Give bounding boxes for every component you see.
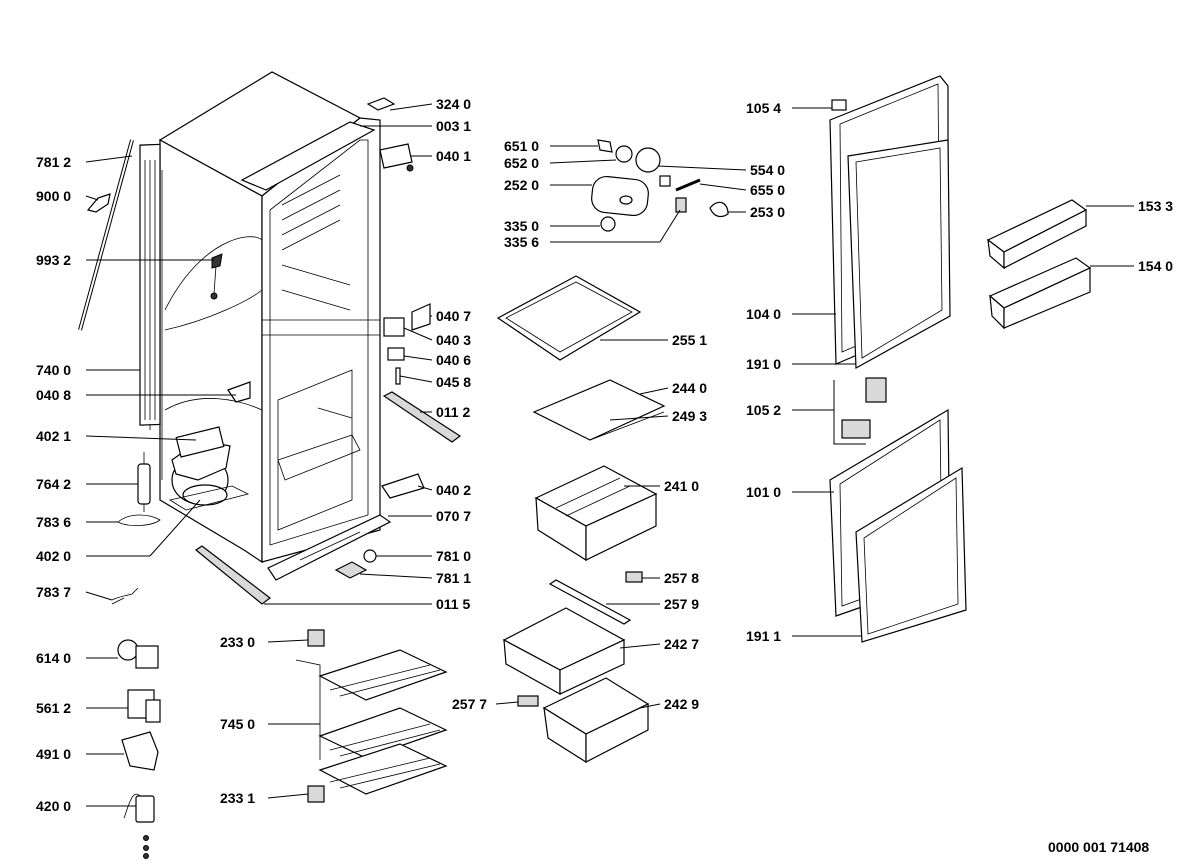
glass-shelf-255-1 bbox=[496, 275, 642, 361]
label-191-0: 191 0 bbox=[746, 356, 781, 372]
label-104-0: 104 0 bbox=[746, 306, 781, 322]
part-561-2 bbox=[127, 689, 161, 723]
label-242-7: 242 7 bbox=[664, 636, 699, 652]
glass-shelf-244-0 bbox=[532, 379, 666, 441]
label-257-7: 257 7 bbox=[452, 696, 487, 712]
rail-011-5 bbox=[194, 545, 271, 605]
label-040-8: 040 8 bbox=[36, 387, 71, 403]
label-154-0: 154 0 bbox=[1138, 258, 1173, 274]
label-040-1: 040 1 bbox=[436, 148, 471, 164]
drawing-number: 0000 001 71408 bbox=[1048, 839, 1149, 855]
sensor-993-2 bbox=[210, 253, 223, 300]
label-003-1: 003 1 bbox=[436, 118, 471, 134]
label-783-6: 783 6 bbox=[36, 514, 71, 530]
part-614-0 bbox=[117, 639, 159, 669]
rail-011-2 bbox=[382, 391, 462, 443]
drier-764-2 bbox=[137, 452, 151, 512]
gasket-191-1 bbox=[855, 466, 967, 643]
label-040-7: 040 7 bbox=[436, 308, 471, 324]
gasket-191-0 bbox=[847, 139, 951, 369]
label-241-0: 241 0 bbox=[664, 478, 699, 494]
label-105-4: 105 4 bbox=[746, 100, 781, 116]
brackets-040 bbox=[227, 97, 431, 579]
label-652-0: 652 0 bbox=[504, 155, 539, 171]
label-045-8: 045 8 bbox=[436, 374, 471, 390]
label-900-0: 900 0 bbox=[36, 188, 71, 204]
label-257-8: 257 8 bbox=[664, 570, 699, 586]
label-993-2: 993 2 bbox=[36, 252, 71, 268]
label-040-3: 040 3 bbox=[436, 332, 471, 348]
part-257-8 bbox=[625, 571, 643, 583]
label-233-1: 233 1 bbox=[220, 790, 255, 806]
label-249-3: 249 3 bbox=[672, 408, 707, 424]
part-420-0 bbox=[123, 793, 155, 859]
part-257-7 bbox=[517, 695, 539, 707]
label-101-0: 101 0 bbox=[746, 484, 781, 500]
label-253-0: 253 0 bbox=[750, 204, 785, 220]
label-070-7: 070 7 bbox=[436, 508, 471, 524]
thermostat-assembly bbox=[591, 139, 729, 232]
door-bin-154-0 bbox=[988, 257, 1092, 330]
condenser-740-0 bbox=[139, 143, 161, 426]
label-191-1: 191 1 bbox=[746, 628, 781, 644]
leader-lines bbox=[85, 103, 1134, 807]
label-233-0: 233 0 bbox=[220, 634, 255, 650]
hinge-105-2 bbox=[841, 377, 887, 439]
label-491-0: 491 0 bbox=[36, 746, 71, 762]
label-335-6: 335 6 bbox=[504, 234, 539, 250]
label-257-9: 257 9 bbox=[664, 596, 699, 612]
label-781-2: 781 2 bbox=[36, 154, 71, 170]
label-011-2: 011 2 bbox=[436, 404, 470, 420]
compressor-402 bbox=[168, 426, 250, 511]
label-651-0: 651 0 bbox=[504, 138, 539, 154]
label-105-2: 105 2 bbox=[746, 402, 781, 418]
label-781-0: 781 0 bbox=[436, 548, 471, 564]
label-324-0: 324 0 bbox=[436, 96, 471, 112]
label-244-0: 244 0 bbox=[672, 380, 707, 396]
label-242-9: 242 9 bbox=[664, 696, 699, 712]
drawer-242-9 bbox=[542, 677, 650, 764]
label-614-0: 614 0 bbox=[36, 650, 71, 666]
label-781-1: 781 1 bbox=[436, 570, 471, 586]
cabinet-body bbox=[149, 71, 392, 581]
door-bin-153-3 bbox=[986, 199, 1088, 270]
label-402-1: 402 1 bbox=[36, 428, 71, 444]
tube-783-6 bbox=[117, 514, 161, 526]
part-labels: 324 0 003 1 040 1 781 2 900 0 993 2 040 … bbox=[36, 96, 1173, 814]
label-745-0: 745 0 bbox=[220, 716, 255, 732]
part-491-0 bbox=[121, 731, 159, 771]
label-402-0: 402 0 bbox=[36, 548, 71, 564]
clip-900-0 bbox=[86, 193, 111, 213]
label-153-3: 153 3 bbox=[1138, 198, 1173, 214]
tube-783-7 bbox=[111, 587, 139, 605]
label-783-7: 783 7 bbox=[36, 584, 71, 600]
label-554-0: 554 0 bbox=[750, 162, 785, 178]
label-561-2: 561 2 bbox=[36, 700, 71, 716]
label-255-1: 255 1 bbox=[672, 332, 707, 348]
label-740-0: 740 0 bbox=[36, 362, 71, 378]
label-335-0: 335 0 bbox=[504, 218, 539, 234]
label-011-5: 011 5 bbox=[436, 596, 470, 612]
label-040-2: 040 2 bbox=[436, 482, 471, 498]
drawer-242-7 bbox=[502, 607, 626, 696]
label-040-6: 040 6 bbox=[436, 352, 471, 368]
label-764-2: 764 2 bbox=[36, 476, 71, 492]
pipe-781-2 bbox=[78, 139, 134, 331]
label-252-0: 252 0 bbox=[504, 177, 539, 193]
label-655-0: 655 0 bbox=[750, 182, 785, 198]
label-420-0: 420 0 bbox=[36, 798, 71, 814]
drawer-241-0 bbox=[534, 465, 658, 562]
wire-baskets-745-0 bbox=[295, 629, 448, 803]
rail-257-9 bbox=[548, 579, 632, 625]
